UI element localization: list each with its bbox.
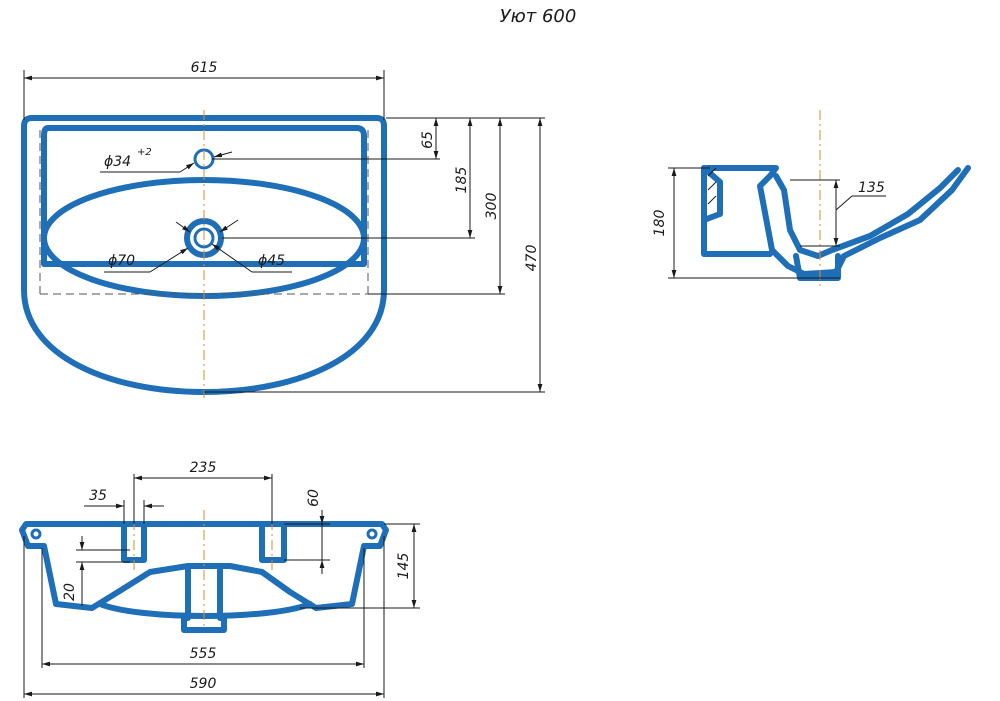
dim-height-145: 145 [396, 553, 412, 580]
bottom-view: 235 35 60 145 20 555 590 [19, 460, 420, 698]
side-view: 180 135 [652, 110, 971, 290]
front-drain-outlet [181, 567, 227, 633]
dim-overall-width: 615 [191, 60, 218, 76]
dim-side-height: 180 [652, 210, 668, 237]
side-back-wall [701, 165, 773, 257]
dim-65: 65 [420, 131, 436, 149]
drain-inner [193, 227, 215, 249]
dim-drain-inner: ϕ45 [258, 253, 285, 269]
front-bowl-underside [97, 601, 313, 619]
mount-hole-left [30, 528, 42, 540]
dim-faucet-hole: ϕ34 [104, 154, 131, 170]
drawing-title: Уют 600 [500, 6, 577, 27]
mounting-lug-right [259, 521, 287, 563]
front-top-plate [19, 521, 389, 611]
side-section-bowl [773, 167, 961, 259]
dim-outer-width: 590 [190, 676, 217, 692]
dim-300: 300 [484, 193, 500, 220]
dim-mount-spacing: 235 [190, 460, 217, 476]
dim-drain-outer: ϕ70 [108, 253, 135, 269]
dim-470: 470 [524, 245, 540, 272]
dim-inner-width: 555 [190, 646, 217, 662]
dim-20: 20 [62, 583, 78, 601]
dim-mount-width: 35 [89, 488, 107, 504]
basin-inner-rim [41, 125, 367, 267]
dim-faucet-hole-tolerance: +2 [137, 147, 152, 158]
dim-side-depth: 135 [858, 180, 885, 196]
dim-185: 185 [454, 167, 470, 194]
mount-hole-right [366, 528, 378, 540]
dim-mount-height: 60 [306, 489, 322, 507]
top-view: 615 65 185 300 470 ϕ34 +2 ϕ70 ϕ45 [21, 60, 545, 398]
